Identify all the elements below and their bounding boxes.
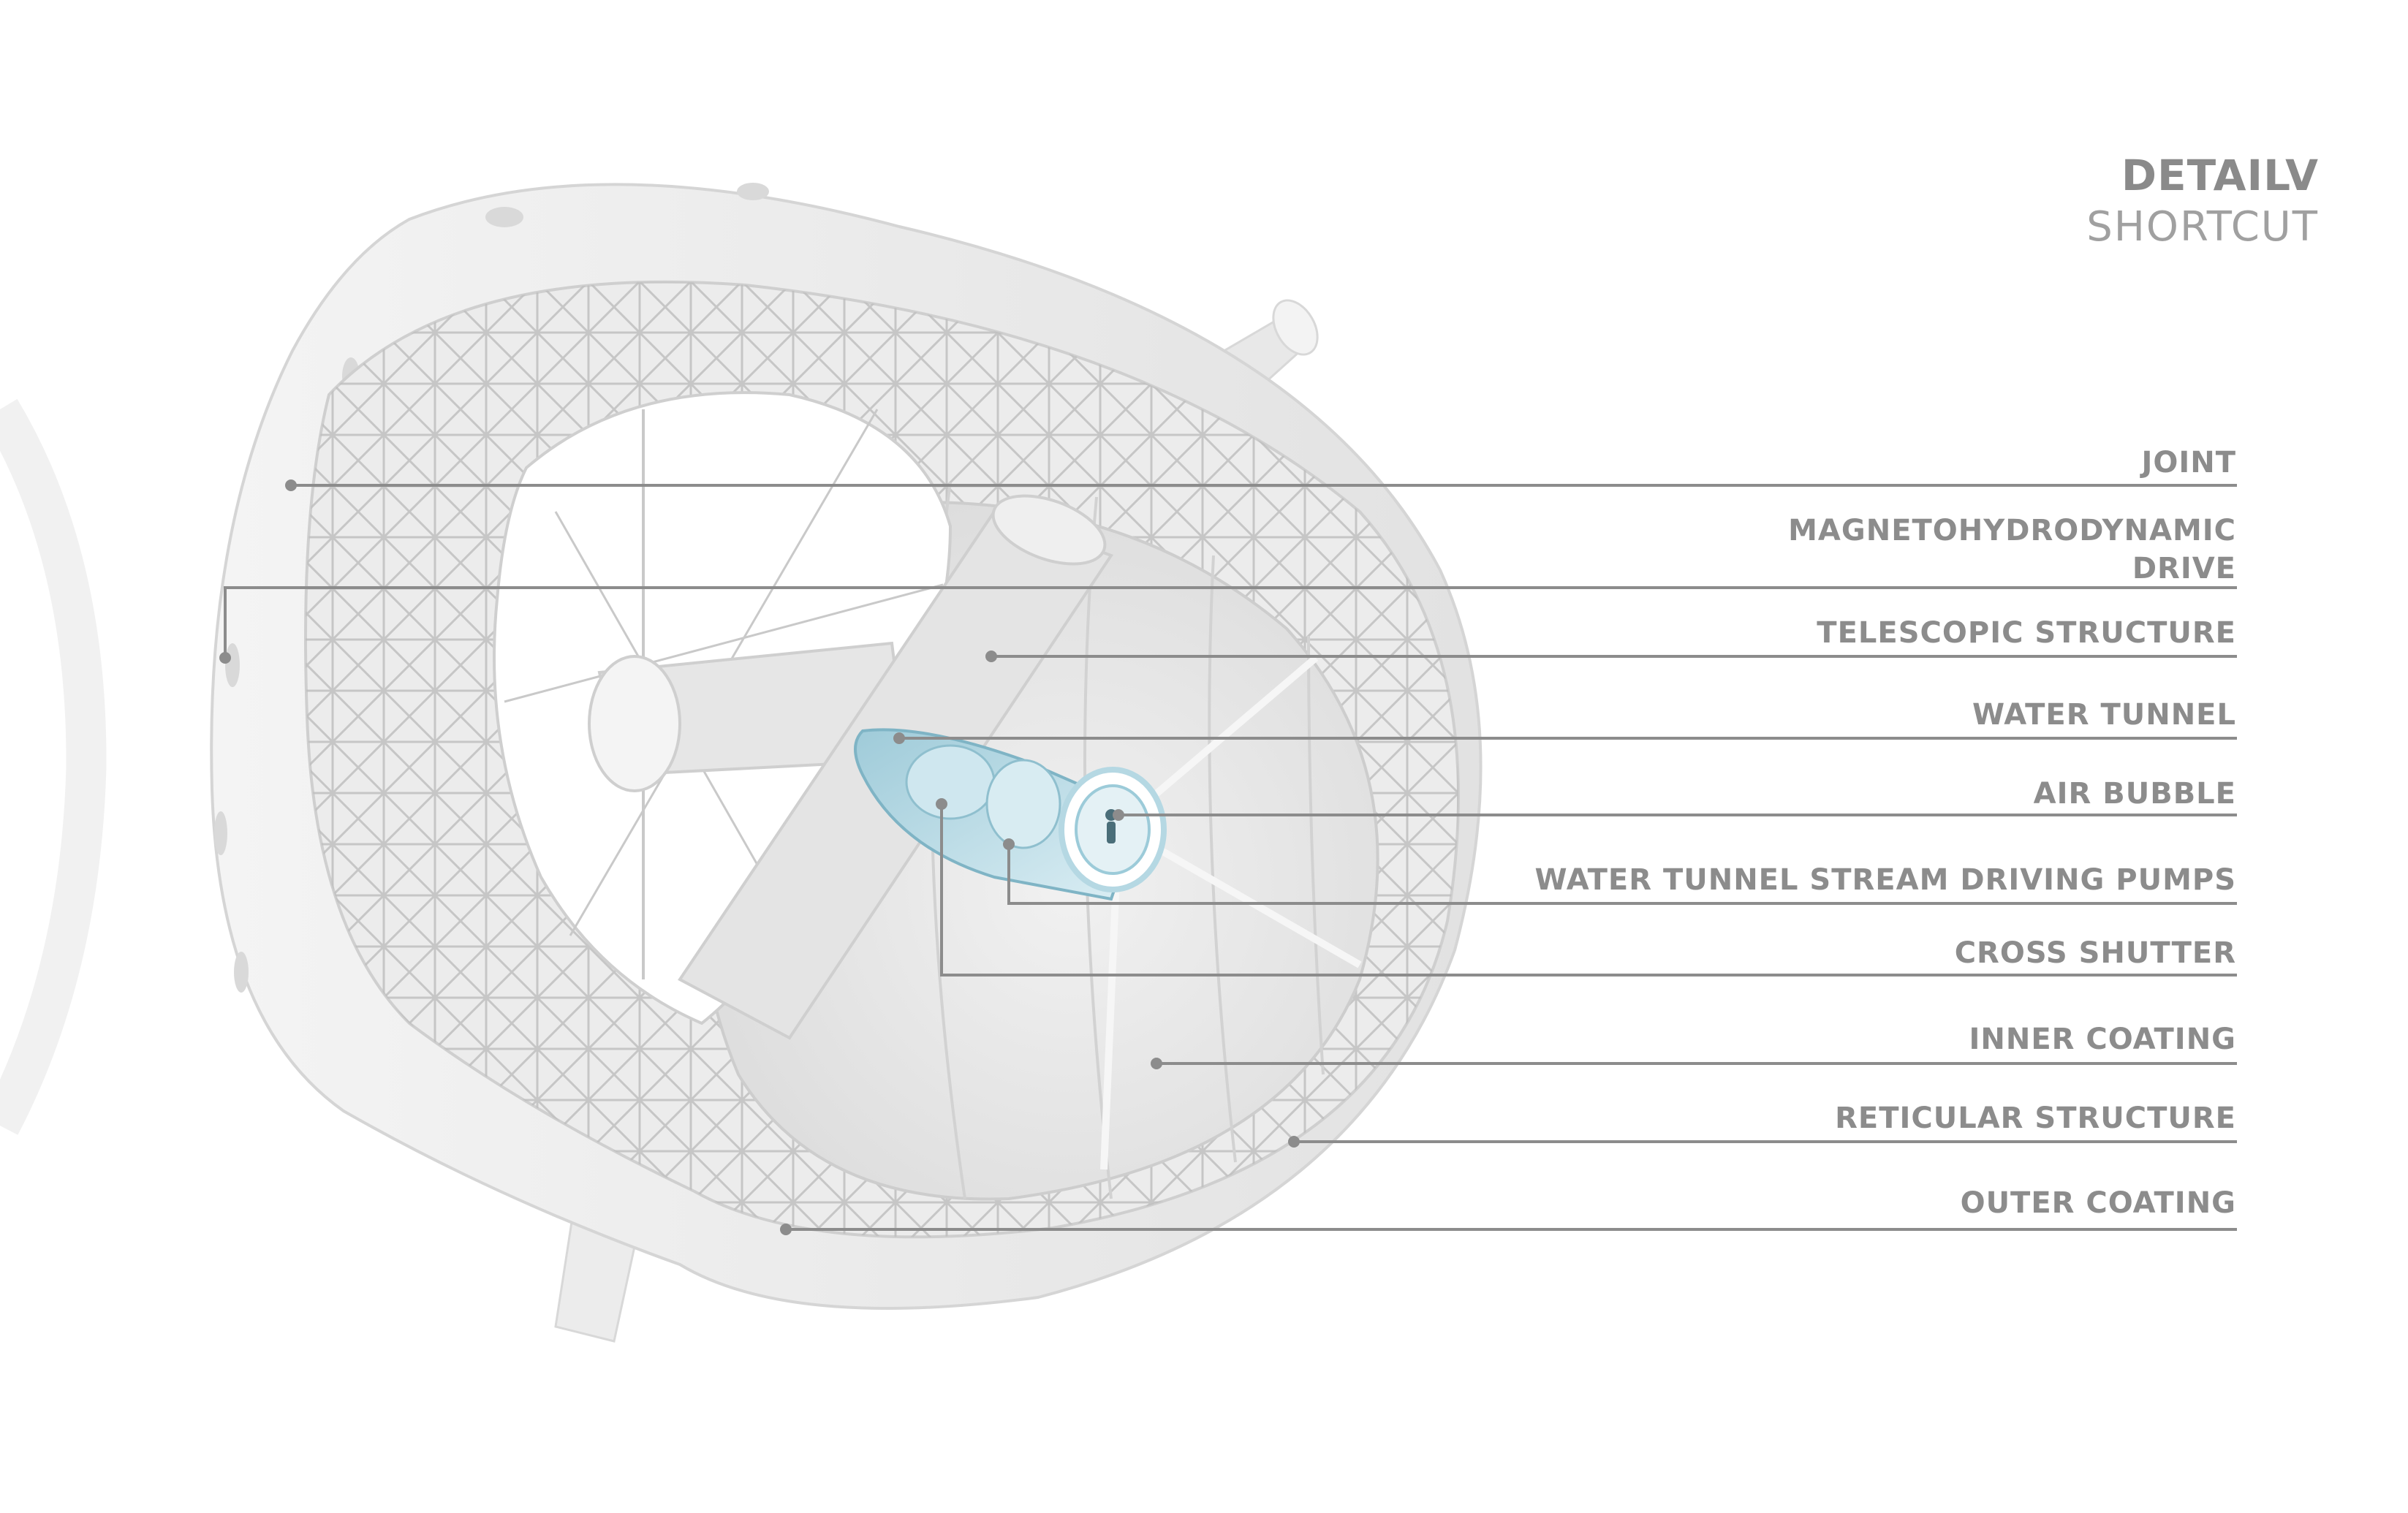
label-cross-shutter: CROSS SHUTTER (1954, 936, 2236, 970)
left-partial-ring (0, 398, 107, 1135)
label-reticular-structure: RETICULAR STRUCTURE (1835, 1101, 2236, 1135)
leader-cross-shutter (940, 804, 2237, 977)
title-main: DETAILV (2121, 151, 2319, 200)
leader-mhd (224, 586, 2237, 658)
label-air-bubble: AIR BUBBLE (2033, 777, 2236, 811)
label-magnetohydrodynamic-drive: MAGNETOHYDRODYNAMIC DRIVE (1788, 512, 2236, 588)
label-mhd-line1: MAGNETOHYDRODYNAMIC (1788, 514, 2236, 547)
label-inner-coating: INNER COATING (1969, 1023, 2236, 1056)
label-joint: JOINT (2141, 446, 2236, 479)
diagram-title: DETAILV SHORTCUT (2086, 150, 2319, 254)
leader-lines (224, 484, 2237, 1231)
label-water-tunnel-stream-driving-pumps: WATER TUNNEL STREAM DRIVING PUMPS (1534, 863, 2236, 897)
title-sub: SHORTCUT (2086, 203, 2319, 251)
leader-dots (219, 479, 1300, 1235)
water-tunnel-tube (854, 728, 1167, 901)
leader-pumps (1007, 844, 2237, 905)
label-telescopic-structure: TELESCOPIC STRUCTURE (1817, 616, 2236, 650)
label-mhd-line2: DRIVE (2132, 552, 2236, 585)
label-outer-coating: OUTER COATING (1960, 1186, 2236, 1220)
label-water-tunnel: WATER TUNNEL (1972, 698, 2236, 732)
